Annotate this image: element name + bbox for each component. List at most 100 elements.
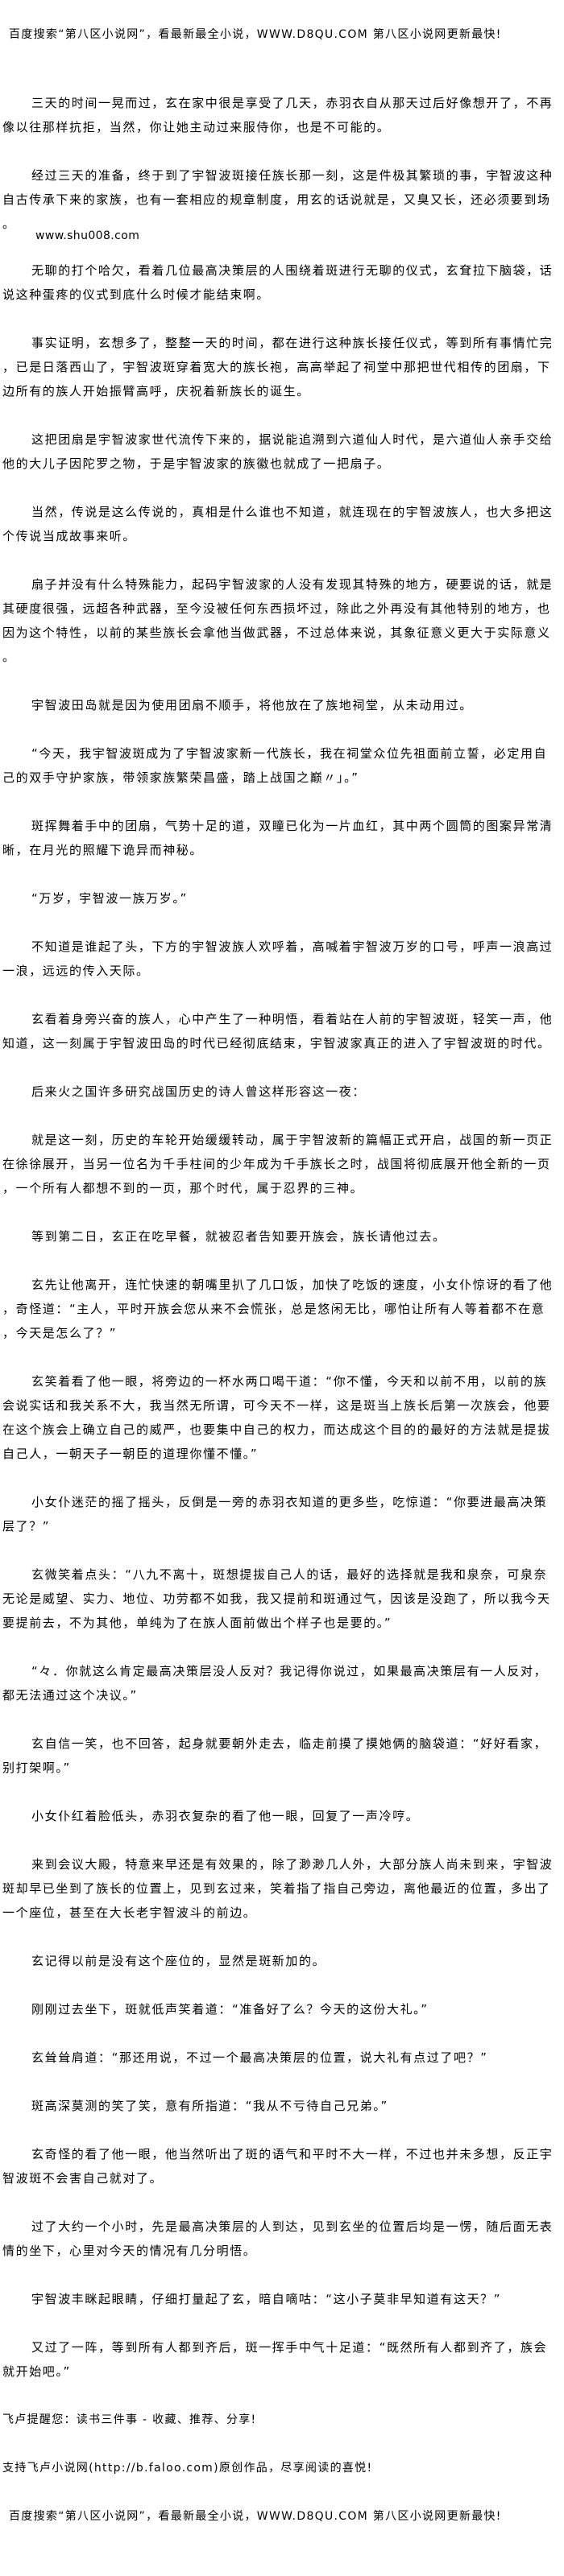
paragraph: 玄自信一笑，也不回答，起身就要朝外走去，临走前摸了摸她俩的脑袋道：“好好看家，别… bbox=[2, 1732, 558, 1780]
paragraph: 无聊的打个哈欠，看着几位最高决策层的人围绕着斑进行无聊的仪式，玄耷拉下脑袋，话说… bbox=[2, 258, 558, 307]
text-line: 玄记得以前是没有这个座位的，显然是斑新加的。 bbox=[31, 1954, 326, 1968]
paragraph: 小女仆红着脸低头，赤羽衣复杂的看了他一眼，回复了一声冷哼。 bbox=[2, 1804, 558, 1828]
paragraph: 宇智波丰眯起眼睛，仔细打量起了玄，暗自嘀咕：“这小子莫非早知道有这天？” bbox=[2, 2287, 558, 2311]
text-line: “万岁，宇智波一族万岁。” bbox=[31, 891, 188, 906]
text-line: 就开始吧。” bbox=[2, 2364, 71, 2379]
text-line: 他的大儿子因陀罗之物，于是宇智波家的族徽也就成了一把扇子。 bbox=[2, 456, 391, 471]
text-line: 要提前去，不为其他，单纯为了在族人面前做出个样子也是要的。” bbox=[2, 1616, 392, 1630]
text-line: 斑却早已坐到了族长的位置上，见到玄过来，笑着指了指自己旁边，离他最近的位置，多出… bbox=[2, 1881, 551, 1896]
text-line: 无聊的打个哈欠，看着几位最高决策层的人围绕着斑进行无聊的仪式，玄耷拉下脑袋，话 bbox=[31, 263, 554, 278]
text-line: 三天的时间一晃而过，玄在家中很是享受了几天，赤羽衣自从那天过后好像想开了，不再 bbox=[31, 96, 554, 110]
text-line: 。 bbox=[2, 650, 16, 664]
text-line: 一个座位，甚至在大长老宇智波斗的前边。 bbox=[2, 1905, 257, 1920]
footer-banner-text: 百度搜索“第八区小说网”，看最新最全小说，WWW.D8QU.COM 第八区小说网… bbox=[9, 2510, 502, 2523]
paragraph: 刚刚过去坐下，斑就低声笑着道：“准备好了么？今天的这份大礼。” bbox=[2, 1997, 558, 2021]
paragraph: 玄记得以前是没有这个座位的，显然是斑新加的。 bbox=[2, 1949, 558, 1973]
paragraph: 斑高深莫测的笑了笑，意有所指道：“我从不亏待自己兄弟。” bbox=[2, 2094, 558, 2118]
text-line: 。 bbox=[2, 217, 16, 231]
text-line: 情的坐下，心里对今天的情况有几分明悟。 bbox=[2, 2244, 257, 2258]
text-line: ，今天是怎么了？” bbox=[2, 1326, 118, 1340]
header-banner-text: 百度搜索“第八区小说网”，看最新最全小说，WWW.D8QU.COM 第八区小说网… bbox=[9, 28, 502, 41]
text-line: 像以往那样抗拒，当然，你让她主动过来服侍你，也是不可能的。 bbox=[2, 120, 391, 134]
text-line: 后来火之国许多研究战国历史的诗人曾这样形容这一夜： bbox=[31, 1084, 367, 1099]
footer-support-text: 支持飞卢小说网(http://b.faloo.com)原创作品，尽享阅读的喜悦! bbox=[2, 2462, 373, 2475]
text-line: 自古传承下来的家族，也有一套相应的规章制度，用玄的话说就是，又臭又长，还必须要到… bbox=[2, 192, 551, 207]
text-line: 斑挥舞着手中的团扇，气势十足的道，双瞳已化为一片血红，其中两个圆筒的图案异常清 bbox=[31, 819, 554, 833]
paragraph: 又过了一阵，等到所有人都到齐后，斑一挥手中气十足道：“既然所有人都到齐了，族会就… bbox=[2, 2335, 558, 2384]
text-line: 斑高深莫测的笑了笑，意有所指道：“我从不亏待自己兄弟。” bbox=[31, 2099, 388, 2113]
text-line: 等到第二日，玄正在吃早餐，就被忍者告知要开族会，族长请他过去。 bbox=[31, 1229, 446, 1244]
text-line: 其硬度很强，远超各种武器，至今没被任何东西损坏过，除此之外再没有其他特别的地方，… bbox=[2, 601, 551, 616]
text-line: 在这个族会上确立自己的威严，也要集中自己的权力，而达成这个目的的最好的方法就是提… bbox=[2, 1422, 551, 1437]
text-line: 无论是威望、实力、地位、功劳都不如我，我又提前和斑通过气，因该是没跑了，所以我今… bbox=[2, 1591, 551, 1606]
text-line: 又过了一阵，等到所有人都到齐后，斑一挥手中气十足道：“既然所有人都到齐了，族会 bbox=[31, 2340, 548, 2355]
text-line: 一浪，远远的传入天际。 bbox=[2, 964, 150, 978]
text-line: 小女仆红着脸低头，赤羽衣复杂的看了他一眼，回复了一声冷哼。 bbox=[31, 1809, 420, 1823]
text-line: 层了？” bbox=[2, 1519, 51, 1534]
text-line: 会说实话和我关系不大，我当然无所谓，可今天不一样，这是斑当上族长后第一次族会，他… bbox=[2, 1398, 551, 1413]
paragraph: 来到会议大殿，特意来早还是有效果的，除了渺渺几人外，大部分族人尚未到来，宇智波斑… bbox=[2, 1852, 558, 1925]
text-line: 玄笑着看了他一眼，将旁边的一杯水两口喝干道：“你不懂，今天和以前不用，以前的族 bbox=[31, 1374, 548, 1389]
text-line: 自己人，一朝天子一朝臣的道理你懂不懂。” bbox=[2, 1447, 259, 1461]
text-line: ，奇怪道：“主人，平时开族会您从来不会慌张，总是悠闲无比，哪怕让所有人等着都不在… bbox=[2, 1302, 545, 1316]
text-line: 当然，传说是这么传说的，真相是什么谁也不知道，就连现在的宇智波族人，也大多把这 bbox=[31, 505, 554, 519]
text-line: 个传说当成故事来听。 bbox=[2, 529, 137, 543]
text-line: 刚刚过去坐下，斑就低声笑着道：“准备好了么？今天的这份大礼。” bbox=[31, 2002, 429, 2017]
text-line: 事实证明，玄想多了，整整一天的时间，都在进行这种族长接任仪式，等到所有事情忙完 bbox=[31, 336, 554, 350]
text-line: 过了大约一个小时，先是最高决策层的人到达，见到玄坐的位置后均是一愣，随后面无表 bbox=[31, 2219, 554, 2234]
paragraph: 事实证明，玄想多了，整整一天的时间，都在进行这种族长接任仪式，等到所有事情忙完 ，… bbox=[2, 331, 558, 403]
text-line: 晰，在月光的照耀下诡异而神秘。 bbox=[2, 843, 204, 857]
paragraph: 过了大约一个小时，先是最高决策层的人到达，见到玄坐的位置后均是一愣，随后面无表情… bbox=[2, 2215, 558, 2263]
paragraph: 经过三天的准备，终于到了宇智波斑接任族长那一刻，这是件极其繁琐的事，宇智波这种自… bbox=[2, 163, 558, 236]
footer-reminder-text: 飞卢提醒您：读书三件事 - 收藏、推荐、分享! bbox=[2, 2413, 257, 2426]
paragraph: “今天，我宇智波斑成为了宇智波家新一代族长，我在祠堂众位先祖面前立誓，必定用自己… bbox=[2, 741, 558, 790]
text-line: 在徐徐展开，当另一位名为千手柱间的少年成为千手族长之时，战国将彻底展开他全新的一… bbox=[2, 1157, 551, 1171]
text-line: 宇智波丰眯起眼睛，仔细打量起了玄，暗自嘀咕：“这小子莫非早知道有这天？” bbox=[31, 2292, 502, 2306]
paragraph: 后来火之国许多研究战国历史的诗人曾这样形容这一夜： bbox=[2, 1080, 558, 1104]
text-line: ，一个所有人都想不到的一页，那个时代，属于忍界的三神。 bbox=[2, 1181, 364, 1195]
text-line: 都无法通过这个决议。” bbox=[2, 1688, 138, 1703]
paragraph: 玄微笑着点头：“八九不离十，斑想提拔自己人的话，最好的选择就是我和泉奈，可泉奈无… bbox=[2, 1563, 558, 1635]
paragraph: 玄笑着看了他一眼，将旁边的一杯水两口喝干道：“你不懂，今天和以前不用，以前的族会… bbox=[2, 1369, 558, 1466]
site-link-text[interactable]: www.shu008.com bbox=[35, 229, 140, 242]
paragraph: 斑挥舞着手中的团扇，气势十足的道，双瞳已化为一片血红，其中两个圆筒的图案异常清晰… bbox=[2, 814, 558, 862]
paragraph: 就是这一刻，历史的车轮开始缓缓转动，属于宇智波新的篇幅正式开启，战国的新一页正在… bbox=[2, 1128, 558, 1200]
text-line: 玄耸耸肩道：“那还用说，不过一个最高决策层的位置，说大礼有点过了吧？” bbox=[31, 2050, 488, 2065]
text-line: 扇子并没有什么特殊能力，起码宇智波家的人没有发现其特殊的地方，硬要说的话，就是 bbox=[31, 577, 554, 592]
paragraph: 这把团扇是宇智波家世代流传下来的，据说能追溯到六道仙人时代，是六道仙人亲手交给他… bbox=[2, 427, 558, 476]
paragraph: 玄看着身旁兴奋的族人，心中产生了一种明悟，看着站在人前的宇智波斑，轻笑一声，他知… bbox=[2, 1007, 558, 1055]
site-link[interactable]: www.shu008.com bbox=[2, 224, 558, 248]
paragraph: 宇智波田岛就是因为使用团扇不顺手，将他放在了族地祠堂，从未动用过。 bbox=[2, 693, 558, 717]
header-banner: 百度搜索“第八区小说网”，看最新最全小说，WWW.D8QU.COM 第八区小说网… bbox=[2, 23, 558, 47]
text-line: 宇智波田岛就是因为使用团扇不顺手，将他放在了族地祠堂，从未动用过。 bbox=[31, 698, 473, 712]
paragraph: 玄耸耸肩道：“那还用说，不过一个最高决策层的位置，说大礼有点过了吧？” bbox=[2, 2046, 558, 2070]
paragraph: 等到第二日，玄正在吃早餐，就被忍者告知要开族会，族长请他过去。 bbox=[2, 1224, 558, 1249]
paragraph: 扇子并没有什么特殊能力，起码宇智波家的人没有发现其特殊的地方，硬要说的话，就是其… bbox=[2, 572, 558, 669]
text-line: 不知道是谁起了头，下方的宇智波族人欢呼着，高喊着宇智波万岁的口号，呼声一浪高过 bbox=[31, 939, 554, 954]
paragraph: 当然，传说是这么传说的，真相是什么谁也不知道，就连现在的宇智波族人，也大多把这个… bbox=[2, 500, 558, 548]
text-line: “々．你就这么肯定最高决策层没人反对？我记得你说过，如果最高决策层有一人反对， bbox=[31, 1664, 548, 1678]
paragraph: 三天的时间一晃而过，玄在家中很是享受了几天，赤羽衣自从那天过后好像想开了，不再像… bbox=[2, 91, 558, 139]
text-line: 就是这一刻，历史的车轮开始缓缓转动，属于宇智波新的篇幅正式开启，战国的新一页正 bbox=[31, 1133, 554, 1147]
text-line: 玄先让他离开，连忙快速的朝嘴里扒了几口饭，加快了吃饭的速度，小女仆惊讶的看了他 bbox=[31, 1278, 554, 1292]
footer-reminder: 飞卢提醒您：读书三件事 - 收藏、推荐、分享! bbox=[2, 2408, 558, 2432]
paragraph: “万岁，宇智波一族万岁。” bbox=[2, 886, 558, 910]
text-line: 经过三天的准备，终于到了宇智波斑接任族长那一刻，这是件极其繁琐的事，宇智波这种 bbox=[31, 168, 554, 183]
text-line: 说这种蛋疼的仪式到底什么时候才能结束啊。 bbox=[2, 287, 271, 302]
text-line: “今天，我宇智波斑成为了宇智波家新一代族长，我在祠堂众位先祖面前立誓，必定用自 bbox=[31, 746, 548, 761]
text-line: 玄微笑着点头：“八九不离十，斑想提拔自己人的话，最好的选择就是我和泉奈，可泉奈 bbox=[31, 1567, 548, 1582]
paragraph: 玄奇怪的看了他一眼，他当然听出了斑的语气和平时不大一样，不过也并未多想，反正宇智… bbox=[2, 2142, 558, 2190]
text-line: 小女仆迷茫的摇了摇头，反倒是一旁的赤羽衣知道的更多些，吃惊道：“你要进最高决策 bbox=[31, 1495, 548, 1509]
text-line: 因为这个特性，以前的某些族长会拿他当做武器，不过总体来说，其象征意义更大于实际意… bbox=[2, 625, 551, 640]
footer-support: 支持飞卢小说网(http://b.faloo.com)原创作品，尽享阅读的喜悦! bbox=[2, 2456, 558, 2480]
text-line: 玄奇怪的看了他一眼，他当然听出了斑的语气和平时不大一样，不过也并未多想，反正宇 bbox=[31, 2147, 554, 2161]
chapter-document: 百度搜索“第八区小说网”，看最新最全小说，WWW.D8QU.COM 第八区小说网… bbox=[2, 23, 558, 2529]
paragraph: 不知道是谁起了头，下方的宇智波族人欢呼着，高喊着宇智波万岁的口号，呼声一浪高过一… bbox=[2, 935, 558, 983]
paragraph: 玄先让他离开，连忙快速的朝嘴里扒了几口饭，加快了吃饭的速度，小女仆惊讶的看了他 ，… bbox=[2, 1273, 558, 1345]
paragraph: “々．你就这么肯定最高决策层没人反对？我记得你说过，如果最高决策层有一人反对， 都… bbox=[2, 1659, 558, 1707]
text-line: 边所有的族人开始振臂高呼，庆祝着新族长的诞生。 bbox=[2, 384, 310, 398]
chapter-body: 三天的时间一晃而过，玄在家中很是享受了几天，赤羽衣自从那天过后好像想开了，不再像… bbox=[2, 91, 558, 2384]
text-line: 玄自信一笑，也不回答，起身就要朝外走去，临走前摸了摸她俩的脑袋道：“好好看家， bbox=[31, 1736, 548, 1751]
text-line: 知道，这一刻属于宇智波田岛的时代已经彻底结束，宇智波家真正的进入了宇智波斑的时代… bbox=[2, 1036, 551, 1051]
text-line: ，已是日落西山了，宇智波斑穿着宽大的族长袍，高高举起了祠堂中那把世代相传的团扇，… bbox=[2, 360, 551, 374]
